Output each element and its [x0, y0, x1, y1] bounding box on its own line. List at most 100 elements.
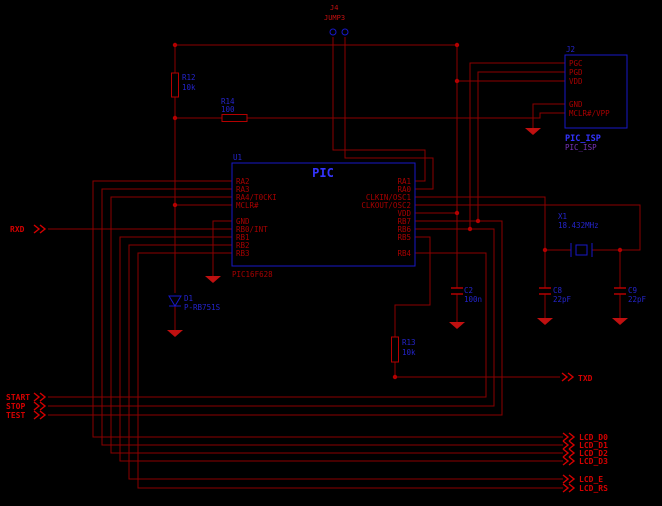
svg-text:PGC: PGC — [569, 59, 583, 68]
svg-text:RB5: RB5 — [397, 233, 411, 242]
jumper-value: JUMP3 — [324, 14, 345, 22]
net-lcd-rs[interactable] — [137, 252, 563, 489]
svg-text:22pF: 22pF — [553, 295, 572, 304]
net-mclr[interactable] — [174, 97, 565, 293]
net-osc1[interactable] — [415, 196, 571, 288]
svg-text:GND: GND — [236, 217, 250, 226]
svg-text:RB4: RB4 — [397, 249, 411, 258]
svg-text:LCD_D2: LCD_D2 — [579, 449, 608, 458]
port-arrow-icon — [562, 448, 576, 458]
component-x1[interactable]: X1 18.432MHz — [558, 212, 599, 257]
net-pgd-test[interactable] — [48, 71, 565, 416]
net-start[interactable] — [48, 252, 487, 398]
net-chip-gnd[interactable] — [212, 220, 232, 276]
svg-text:STOP: STOP — [6, 402, 25, 411]
net-jumper-a[interactable] — [332, 37, 426, 182]
svg-text:R12: R12 — [182, 73, 196, 82]
svg-text:22pF: 22pF — [628, 295, 647, 304]
isp-pin-labels: PGC PGD VDD GND MCLR#/VPP — [569, 59, 610, 118]
port-test[interactable]: TEST — [6, 410, 47, 420]
port-lcd-d0[interactable]: LCD_D0 — [562, 432, 608, 442]
port-txd[interactable]: TXD — [561, 372, 593, 383]
port-start[interactable]: START — [6, 392, 47, 402]
component-isp-connector[interactable]: J2 PGC PGD VDD GND MCLR#/VPP PIC_ISP PIC… — [564, 45, 628, 152]
port-arrow-icon — [561, 372, 575, 382]
svg-text:RB0/INT: RB0/INT — [236, 225, 268, 234]
svg-text:RB7: RB7 — [397, 217, 411, 226]
svg-text:LCD_E: LCD_E — [579, 475, 603, 484]
net-pgc-stop[interactable] — [48, 62, 565, 407]
svg-text:C2: C2 — [464, 286, 473, 295]
jumper-ref: J4 — [330, 4, 338, 12]
port-arrow-icon — [33, 392, 47, 402]
svg-text:X1: X1 — [558, 212, 567, 221]
component-r14[interactable]: R14 100 — [221, 97, 248, 122]
isp-ref: J2 — [566, 45, 575, 54]
svg-text:18.432MHz: 18.432MHz — [558, 221, 599, 230]
svg-text:RB3: RB3 — [236, 249, 250, 258]
port-arrow-icon — [33, 410, 47, 420]
component-c9[interactable]: C9 22pF — [614, 286, 647, 304]
svg-text:D1: D1 — [184, 294, 193, 303]
ground-icon — [612, 318, 628, 325]
svg-text:R14: R14 — [221, 97, 235, 106]
port-lcd-d3[interactable]: LCD_D3 — [562, 456, 608, 466]
port-rxd[interactable]: RXD — [10, 224, 47, 234]
net-lcd-d2[interactable] — [110, 196, 563, 454]
port-lcd-d1[interactable]: LCD_D1 — [562, 440, 608, 450]
port-stop[interactable]: STOP — [6, 401, 47, 411]
isp-name: PIC_ISP — [565, 134, 601, 144]
svg-text:100n: 100n — [464, 295, 482, 304]
net-lcd-d1[interactable] — [101, 188, 563, 446]
svg-text:CLKIN/OSC1: CLKIN/OSC1 — [366, 193, 411, 202]
svg-text:C9: C9 — [628, 286, 637, 295]
svg-text:LCD_D3: LCD_D3 — [579, 457, 608, 466]
port-lcd-d2[interactable]: LCD_D2 — [562, 448, 608, 458]
ground-icon — [167, 330, 183, 337]
svg-text:GND: GND — [569, 100, 583, 109]
component-jumper[interactable]: J4 JUMP3 — [324, 4, 349, 36]
port-arrow-icon — [562, 474, 576, 484]
net-jumper-b[interactable] — [344, 37, 434, 190]
ground-symbols — [167, 128, 628, 337]
net-vdd[interactable] — [174, 44, 565, 288]
svg-text:10k: 10k — [402, 348, 416, 357]
svg-text:MCLR#: MCLR# — [236, 201, 259, 210]
svg-text:RA4/T0CKI: RA4/T0CKI — [236, 193, 277, 202]
svg-text:RA0: RA0 — [397, 185, 411, 194]
net-lcd-d0[interactable] — [92, 180, 563, 438]
component-r12[interactable]: R12 10k — [171, 72, 197, 98]
ground-icon — [537, 318, 553, 325]
port-arrow-icon — [562, 432, 576, 442]
net-txd[interactable] — [394, 236, 560, 378]
svg-text:100: 100 — [221, 105, 235, 114]
pic-ref: U1 — [233, 153, 242, 162]
net-lcd-e[interactable] — [128, 244, 563, 480]
svg-text:LCD_D1: LCD_D1 — [579, 441, 608, 450]
ground-icon — [205, 276, 221, 283]
isp-footprint: PIC_ISP — [565, 143, 597, 152]
pic-title: PIC — [312, 166, 334, 180]
port-lcd-e[interactable]: LCD_E — [562, 474, 603, 484]
net-j2-gnd[interactable] — [532, 103, 565, 128]
svg-text:LCD_D0: LCD_D0 — [579, 433, 608, 442]
svg-text:PGD: PGD — [569, 68, 583, 77]
port-arrow-icon — [33, 401, 47, 411]
schematic-wires[interactable] — [48, 37, 641, 489]
svg-text:VDD: VDD — [569, 77, 583, 86]
svg-text:C8: C8 — [553, 286, 563, 295]
component-c2[interactable]: C2 100n — [451, 286, 482, 304]
junction-dots — [172, 42, 623, 380]
component-r13[interactable]: R13 10k — [391, 336, 417, 363]
pic-left-pin-labels: RA2 RA3 RA4/T0CKI MCLR# GND RB0/INT RB1 … — [236, 177, 277, 258]
svg-text:P-RB751S: P-RB751S — [184, 303, 221, 312]
component-pic[interactable]: U1 PIC PIC16F628 RA2 RA3 RA4/T0CKI MCLR#… — [231, 153, 416, 279]
component-c8[interactable]: C8 22pF — [539, 286, 572, 304]
net-osc2[interactable] — [415, 204, 641, 288]
ground-icon — [525, 128, 541, 135]
svg-text:TEST: TEST — [6, 411, 25, 420]
component-d1[interactable]: D1 P-RB751S — [168, 294, 221, 312]
port-lcd-rs[interactable]: LCD_RS — [562, 483, 608, 493]
svg-text:LCD_RS: LCD_RS — [579, 484, 608, 493]
net-lcd-d3[interactable] — [119, 236, 563, 462]
